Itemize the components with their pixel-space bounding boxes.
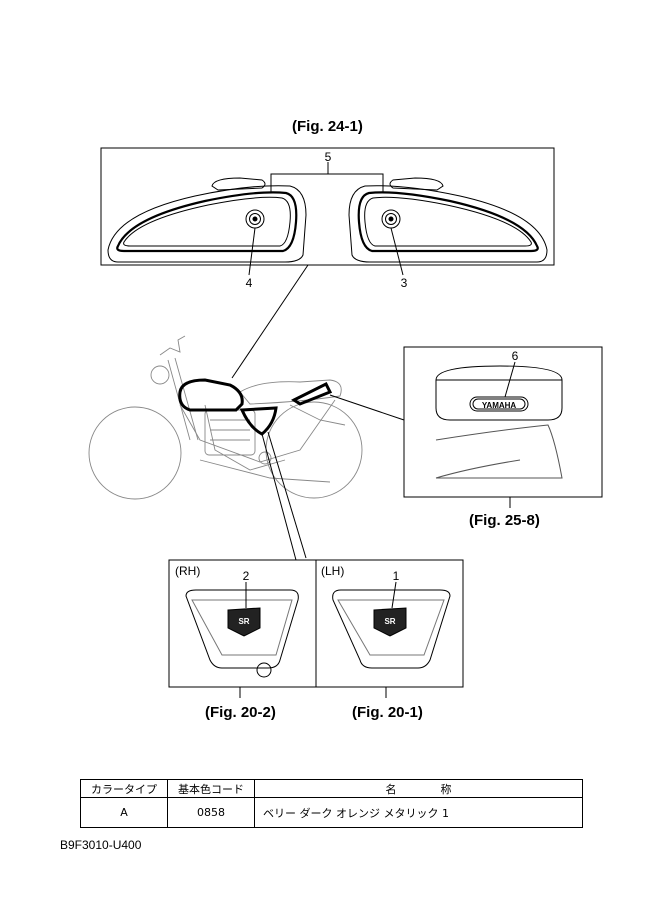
fig-label-bottom-right: (Fig. 20-1) (352, 704, 423, 721)
table-header: カラータイプ (80, 779, 168, 798)
side-label-lh: (LH) (321, 564, 345, 578)
fig-label-top: (Fig. 24-1) (292, 118, 363, 135)
bike-tail-highlight (291, 381, 333, 406)
callout-6: 6 (511, 349, 519, 363)
bike-side-cover-highlight (239, 406, 278, 436)
table-header-row: カラータイプ 基本色コード 名 称 (80, 779, 583, 798)
fig-label-right: (Fig. 25-8) (469, 512, 540, 529)
color-table: カラータイプ 基本色コード 名 称 A 0858 ベリー ダーク オレンジ メタ… (80, 779, 583, 828)
table-cell: A (80, 797, 168, 828)
table-cell: ベリー ダーク オレンジ メタリック 1 (254, 797, 583, 828)
emblem-panel: YAMAHA (403, 346, 603, 508)
fig-label-bottom-left: (Fig. 20-2) (205, 704, 276, 721)
diagram-code: B9F3010-U400 (60, 838, 142, 852)
callout-1: 1 (392, 569, 400, 583)
callout-5: 5 (324, 150, 332, 164)
tank-panel (100, 147, 555, 379)
motorcycle-drawing (88, 335, 363, 500)
tank-right (348, 177, 548, 276)
emblem-text: YAMAHA (482, 401, 517, 410)
tank-left (107, 177, 307, 276)
rh-badge-text: SR (238, 617, 249, 626)
table-header: 基本色コード (167, 779, 255, 798)
lh-badge-text: SR (384, 617, 395, 626)
side-cover-panel (168, 559, 464, 698)
table-header: 名 称 (254, 779, 583, 798)
table-row: A 0858 ベリー ダーク オレンジ メタリック 1 (80, 797, 583, 828)
callout-4: 4 (245, 276, 253, 290)
table-cell: 0858 (167, 797, 255, 828)
side-label-rh: (RH) (175, 564, 201, 578)
callout-2: 2 (242, 569, 250, 583)
bike-tank-highlight (178, 378, 244, 412)
callout-3: 3 (400, 276, 408, 290)
